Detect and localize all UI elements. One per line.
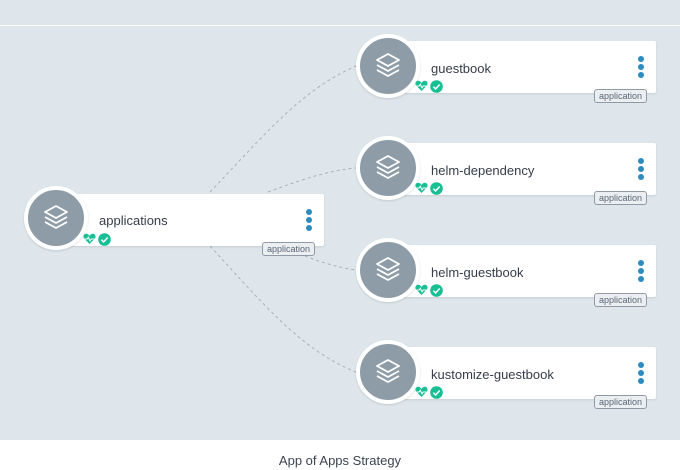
node-kind-badge: application: [594, 89, 648, 103]
toolbar-divider: [0, 25, 680, 26]
synced-check-icon: [430, 182, 443, 195]
node-menu-button[interactable]: [637, 56, 645, 78]
node-kind-badge: application: [262, 242, 316, 256]
health-heart-icon: [83, 233, 96, 244]
node-menu-button[interactable]: [305, 209, 313, 231]
node-menu-button[interactable]: [637, 260, 645, 282]
node-name[interactable]: helm-dependency: [431, 163, 535, 178]
health-heart-icon: [415, 80, 428, 91]
health-heart-icon: [415, 284, 428, 295]
node-name[interactable]: kustomize-guestbook: [431, 367, 554, 382]
health-heart-icon: [415, 386, 428, 397]
synced-check-icon: [430, 80, 443, 93]
layers-icon: [356, 34, 420, 98]
node-kind-badge: application: [594, 395, 648, 409]
synced-check-icon: [430, 386, 443, 399]
node-kind-badge: application: [594, 191, 648, 205]
edge-applications-helm-dependency: [267, 167, 357, 193]
layers-icon: [356, 238, 420, 302]
health-heart-icon: [415, 182, 428, 193]
node-menu-button[interactable]: [637, 362, 645, 384]
layers-icon: [24, 186, 88, 250]
node-name[interactable]: applications: [99, 213, 168, 228]
edge-applications-guestbook: [209, 65, 357, 193]
layers-icon: [356, 136, 420, 200]
node-name[interactable]: guestbook: [431, 61, 491, 76]
edge-applications-helm-guestbook: [304, 255, 357, 271]
synced-check-icon: [430, 284, 443, 297]
node-kind-badge: application: [594, 293, 648, 307]
edge-applications-kustomize-guestbook: [209, 245, 357, 373]
tree-edges: [209, 65, 357, 373]
figure-caption: App of Apps Strategy: [278, 453, 402, 468]
synced-check-icon: [98, 233, 111, 246]
node-name[interactable]: helm-guestbook: [431, 265, 524, 280]
layers-icon: [356, 340, 420, 404]
node-menu-button[interactable]: [637, 158, 645, 180]
app-tree-canvas: applications application guestbook appli…: [0, 0, 680, 440]
